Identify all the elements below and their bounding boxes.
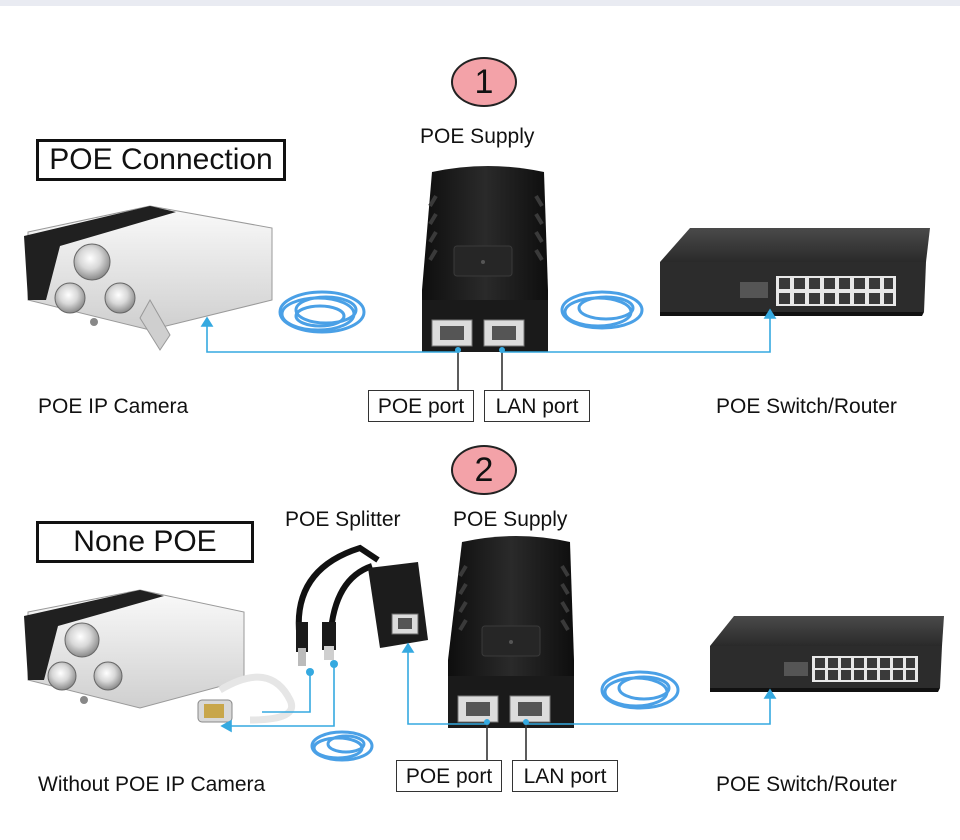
section-number-badge-2: 2 [451, 445, 517, 495]
connection-lines-2 [220, 642, 777, 760]
poe-injector-icon [448, 536, 574, 728]
lan-port-label-box-2: LAN port [512, 760, 618, 792]
camera-label-2: Without POE IP Camera [38, 773, 266, 796]
poe-splitter-icon [295, 544, 428, 666]
top-band [0, 0, 960, 6]
section-heading-text-2: None POE [73, 525, 217, 558]
switch-label-2: POE Switch/Router [716, 773, 897, 796]
poe-port-label-1: POE port [377, 394, 465, 418]
poe-port-label-box-1: POE port [368, 390, 474, 422]
poe-injector-icon [422, 166, 548, 352]
section-number-1: 1 [474, 63, 494, 101]
section-heading-text-1: POE Connection [49, 143, 273, 176]
section-number-2: 2 [474, 451, 494, 489]
network-switch-icon [660, 228, 930, 316]
switch-label-1: POE Switch/Router [716, 395, 897, 418]
poe-supply-label-1: POE Supply [420, 125, 535, 148]
section-number-badge-1: 1 [451, 57, 517, 107]
poe-port-label-2: POE port [405, 764, 493, 788]
network-switch-icon [710, 616, 944, 692]
connection-lines-1 [200, 308, 777, 390]
lan-port-label-2: LAN port [523, 764, 607, 788]
camera-label-1: POE IP Camera [38, 395, 189, 418]
lan-port-label-box-1: LAN port [484, 390, 590, 422]
ethernet-cable-icon [600, 670, 680, 710]
poe-splitter-label: POE Splitter [285, 508, 401, 531]
ethernet-cable-icon [278, 290, 366, 334]
poe-supply-label-2: POE Supply [453, 508, 568, 531]
lan-port-label-1: LAN port [495, 394, 579, 418]
poe-port-label-box-2: POE port [396, 760, 502, 792]
ethernet-cable-icon [560, 290, 644, 330]
ethernet-cable-icon [310, 730, 374, 762]
section-heading-poe-connection: POE Connection [36, 139, 286, 181]
ip-camera-icon [24, 589, 296, 724]
section-heading-none-poe: None POE [36, 521, 254, 563]
ip-camera-icon [24, 205, 273, 351]
